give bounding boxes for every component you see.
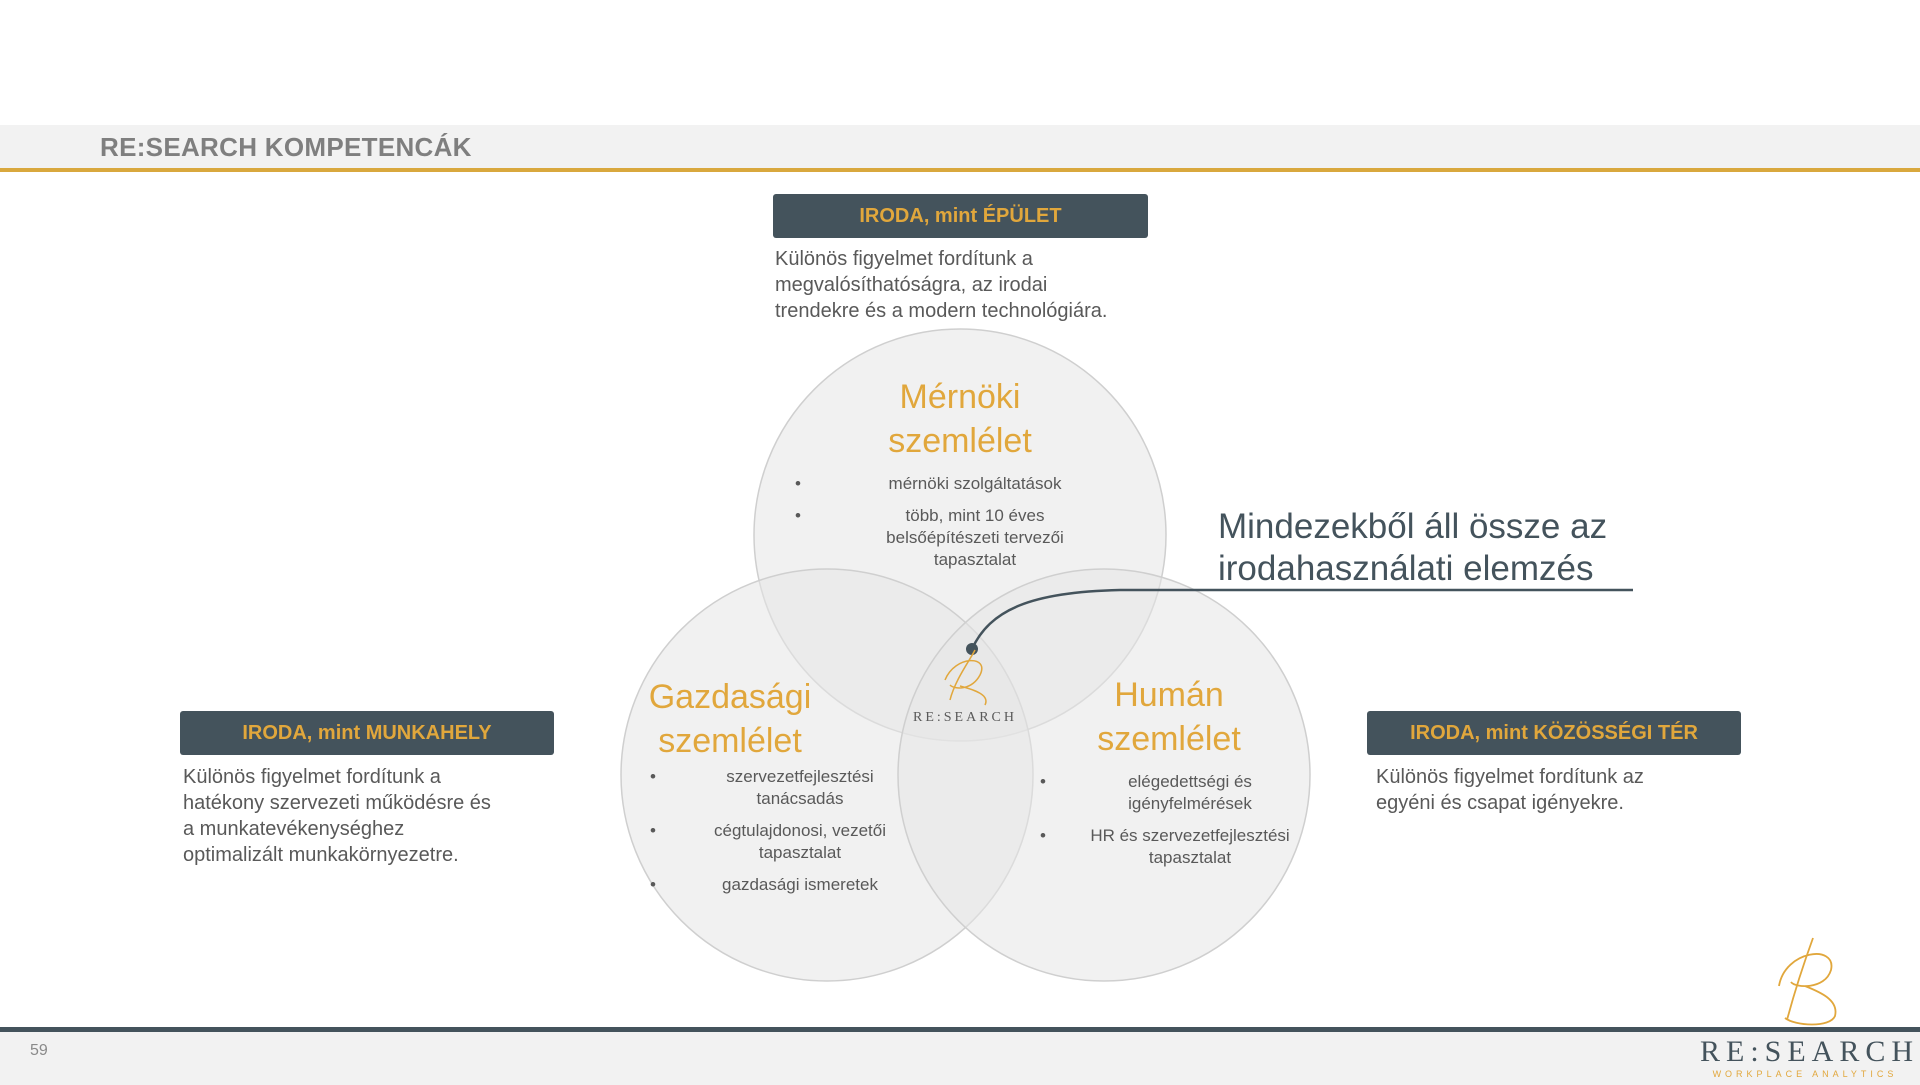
center-logo: RE:SEARCH xyxy=(905,650,1025,726)
circle-title-line: szemlélet xyxy=(658,722,802,760)
bullets-gazdasagi: szervezetfejlesztési tanácsadás cégtulaj… xyxy=(650,766,920,906)
bullet-item: HR és szervezetfejlesztési tapasztalat xyxy=(1040,825,1310,869)
circle-title-line: Gazdasági xyxy=(648,678,812,716)
circle-title-line: Mérnöki xyxy=(899,378,1021,416)
circle-title-mernoki: Mérnöki szemlélet xyxy=(860,375,1060,463)
page-number: 59 xyxy=(30,1042,48,1059)
bullet-item: szervezetfejlesztési tanácsadás xyxy=(650,766,920,810)
title-bar xyxy=(0,125,1920,172)
box-label-top: IRODA, mint ÉPÜLET xyxy=(773,194,1148,238)
callout-dot xyxy=(966,643,978,655)
page-title: RE:SEARCH KOMPETENCÁK xyxy=(100,132,472,162)
brand-subtitle: WORKPLACE ANALYTICS xyxy=(1712,1069,1898,1079)
box-text-left: Különös figyelmet fordítunk a hatékony s… xyxy=(183,764,491,868)
circle-title-line: szemlélet xyxy=(1097,720,1241,758)
box-text-line: trendekre és a modern technológiára. xyxy=(775,300,1108,322)
box-label-right: IRODA, mint KÖZÖSSÉGI TÉR xyxy=(1367,711,1741,755)
box-label-left: IRODA, mint MUNKAHELY xyxy=(180,711,554,755)
box-text-line: optimalizált munkakörnyezetre. xyxy=(183,844,459,866)
circle-title-gazdasagi: Gazdasági szemlélet xyxy=(630,675,830,763)
box-text-line: Különös figyelmet fordítunk a xyxy=(183,766,441,788)
callout-text: Mindezekből áll össze az irodahasználati… xyxy=(1218,506,1607,590)
bullet-item: több, mint 10 éves belsőépítészeti terve… xyxy=(795,505,1125,571)
box-text-line: Különös figyelmet fordítunk a xyxy=(775,248,1033,270)
bullet-item: elégedettségi és igényfelmérések xyxy=(1040,771,1310,815)
callout-connector xyxy=(970,588,1633,650)
bullets-human: elégedettségi és igényfelmérések HR és s… xyxy=(1040,771,1310,879)
brand-logo: RE:SEARCH WORKPLACE ANALYTICS xyxy=(1700,930,1920,1079)
box-text-line: megvalósíthatóságra, az irodai xyxy=(775,274,1048,296)
callout-line: irodahasználati elemzés xyxy=(1218,549,1594,588)
box-text-line: egyéni és csapat igényekre. xyxy=(1376,792,1624,814)
box-text-right: Különös figyelmet fordítunk az egyéni és… xyxy=(1376,764,1644,816)
brand-logo-icon xyxy=(1778,937,1837,1026)
brand-name: RE:SEARCH xyxy=(1700,1035,1920,1068)
center-logo-mark xyxy=(944,649,987,706)
circle-title-human: Humán szemlélet xyxy=(1069,673,1269,761)
bullets-mernoki: mérnöki szolgáltatások több, mint 10 éve… xyxy=(795,473,1125,581)
bullet-item: cégtulajdonosi, vezetői tapasztalat xyxy=(650,820,920,864)
bullet-item: mérnöki szolgáltatások xyxy=(795,473,1125,495)
center-logo-text: RE:SEARCH xyxy=(912,710,1017,725)
box-text-top: Különös figyelmet fordítunk a megvalósít… xyxy=(775,246,1107,324)
circle-title-line: szemlélet xyxy=(888,422,1032,460)
footer-bar xyxy=(0,1027,1920,1085)
circle-title-line: Humán xyxy=(1114,676,1224,714)
box-text-line: hatékony szervezeti működésre és xyxy=(183,792,491,814)
box-text-line: a munkatevékenységhez xyxy=(183,818,405,840)
bullet-item: gazdasági ismeretek xyxy=(650,874,920,896)
box-text-line: Különös figyelmet fordítunk az xyxy=(1376,766,1644,788)
callout-line: Mindezekből áll össze az xyxy=(1218,507,1608,546)
